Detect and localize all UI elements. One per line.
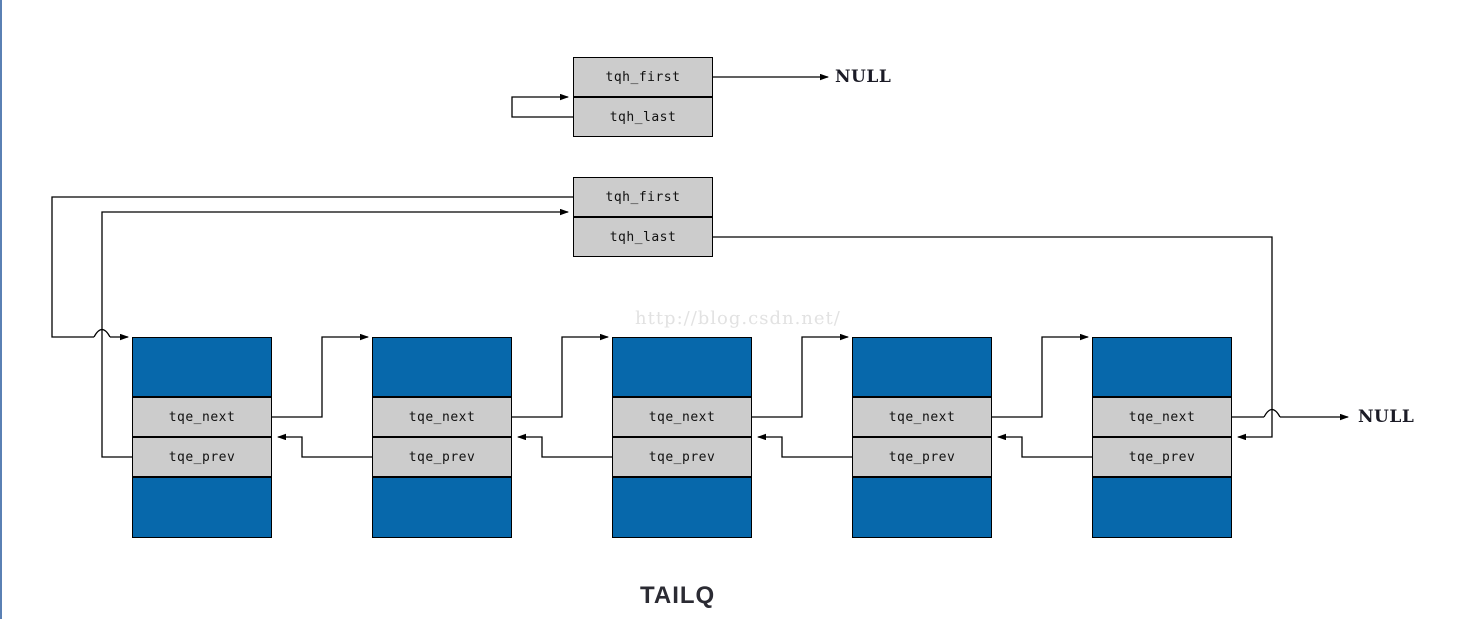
element-3-tqe-prev: tqe_prev <box>612 437 752 477</box>
element-5-bottom-payload <box>1092 477 1232 538</box>
element-2-tqe-prev: tqe_prev <box>372 437 512 477</box>
element-1-top-payload <box>132 337 272 397</box>
element-2-tqe-next: tqe_next <box>372 397 512 437</box>
empty-head-tqh-last: tqh_last <box>573 97 713 137</box>
watermark-text: http://blog.csdn.net/ <box>635 308 841 329</box>
empty-head-null-label: NULL <box>835 67 892 87</box>
element-5-tqe-next: tqe_next <box>1092 397 1232 437</box>
element-3-tqe-next: tqe_next <box>612 397 752 437</box>
element-4-tqe-next: tqe_next <box>852 397 992 437</box>
element-4-tqe-prev: tqe_prev <box>852 437 992 477</box>
element-4-top-payload <box>852 337 992 397</box>
tailq-head-tqh-last: tqh_last <box>573 217 713 257</box>
element-1-tqe-next: tqe_next <box>132 397 272 437</box>
diagram-title: TAILQ <box>640 582 716 609</box>
tail-null-label: NULL <box>1358 407 1415 427</box>
element-2-bottom-payload <box>372 477 512 538</box>
element-3-bottom-payload <box>612 477 752 538</box>
empty-head-tqh-first: tqh_first <box>573 57 713 97</box>
element-4-bottom-payload <box>852 477 992 538</box>
element-5-top-payload <box>1092 337 1232 397</box>
element-2-top-payload <box>372 337 512 397</box>
element-1-bottom-payload <box>132 477 272 538</box>
tailq-head-tqh-first: tqh_first <box>573 177 713 217</box>
element-3-top-payload <box>612 337 752 397</box>
element-1-tqe-prev: tqe_prev <box>132 437 272 477</box>
element-5-tqe-prev: tqe_prev <box>1092 437 1232 477</box>
